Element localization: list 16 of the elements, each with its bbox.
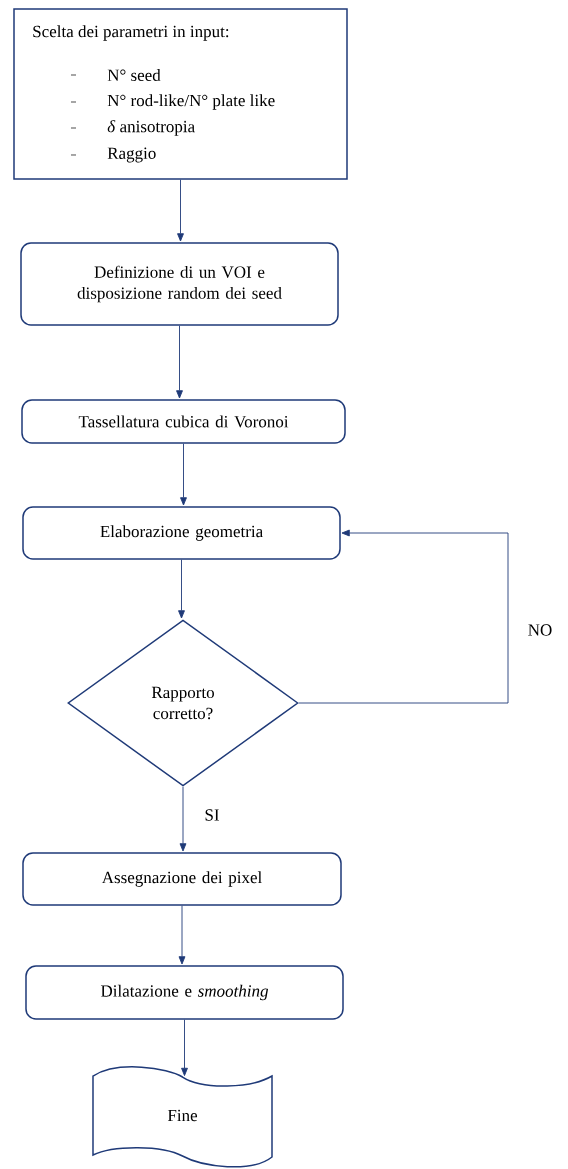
process-box: Dilatazione e smoothing	[25, 965, 344, 1020]
process-box: Assegnazione dei pixel	[22, 852, 342, 906]
arrow	[181, 1019, 188, 1076]
process-box: Elaborazione geometria	[22, 506, 341, 560]
arrow	[178, 905, 186, 965]
arrow	[180, 443, 187, 506]
process-box: Definizione di un VOI e disposizione random dei seed	[20, 242, 339, 326]
arrow	[178, 559, 185, 619]
arrow	[179, 786, 187, 852]
arrow	[177, 179, 184, 242]
arrow	[176, 325, 183, 399]
input-box: Scelta dei parametri in input: N° seed N° rod-like/N° plate like δ anisotropia Raggio	[13, 8, 348, 180]
edge-label: SI	[203, 808, 221, 822]
process-box: Tassellatura cubica di Voronoi	[21, 399, 346, 444]
arrow	[298, 529, 509, 704]
edge-label: NO	[526, 623, 554, 637]
